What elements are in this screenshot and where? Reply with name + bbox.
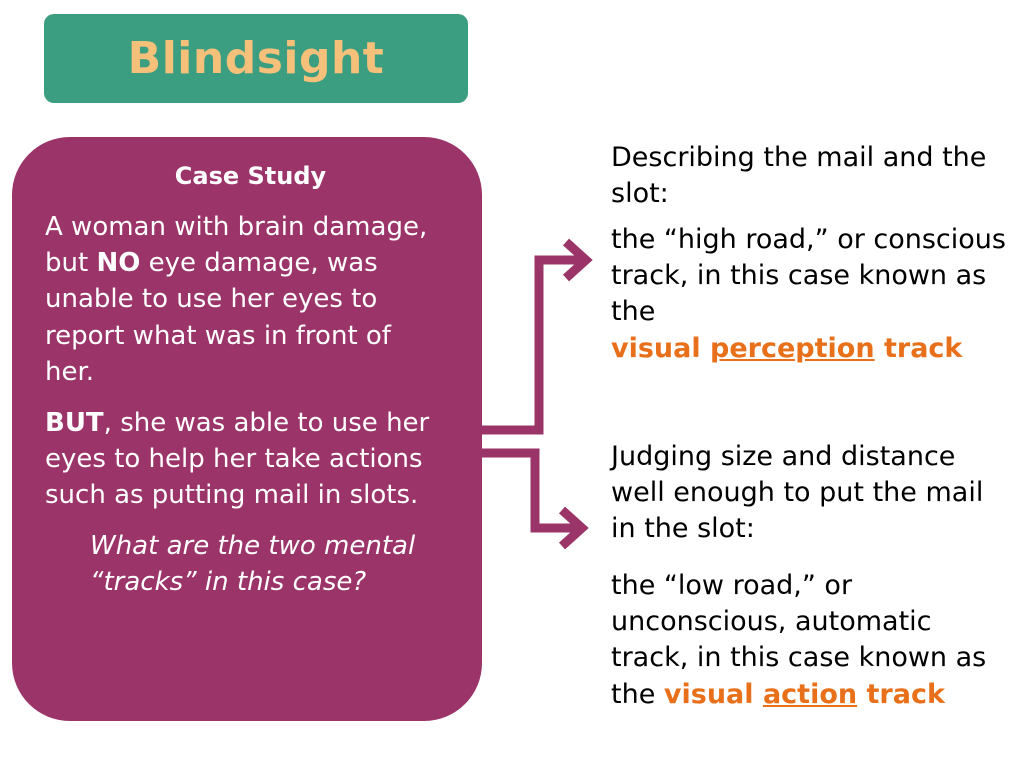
low-road-term-word3: track <box>866 678 945 710</box>
arrow-to-low-road <box>482 448 580 533</box>
low-road-desc-text: the “low road,” or unconscious, automati… <box>611 570 987 710</box>
high-road-term-word3: track <box>883 332 963 364</box>
high-road-term-word1: visual <box>611 332 701 364</box>
high-road-term: visual perception track <box>611 333 962 364</box>
case-study-question: What are the two mental “tracks” in this… <box>90 530 416 598</box>
low-road-term-word1: visual <box>663 678 754 710</box>
high-road-description: the “high road,” or conscious track, in … <box>611 222 1011 367</box>
para1-text-b: eye damage, was unable to use her eyes t… <box>45 247 391 388</box>
arrow-to-high-road <box>482 255 584 435</box>
low-road-description: the “low road,” or unconscious, automati… <box>611 568 1011 713</box>
high-road-desc-text: the “high road,” or conscious track, in … <box>611 224 1006 328</box>
para1-bold: NO <box>96 247 141 278</box>
title-banner: Blindsight <box>44 14 468 103</box>
para2-text: , she was able to use her eyes to help h… <box>45 407 430 511</box>
high-road-term-word2: perception <box>710 332 875 364</box>
case-study-paragraph-2: BUT, she was able to use her eyes to hel… <box>45 405 448 514</box>
case-study-panel: Case Study A woman with brain damage, bu… <box>12 137 482 721</box>
low-road-term-word2: action <box>762 678 858 710</box>
slide-title: Blindsight <box>127 33 385 84</box>
arrowhead-high-road <box>562 238 593 282</box>
high-road-intro: Describing the mail and the slot: <box>611 142 987 210</box>
low-road-intro: Judging size and distance well enough to… <box>611 441 984 545</box>
case-study-paragraph-1: A woman with brain damage, but NO eye da… <box>45 209 448 391</box>
low-road-term: visual action track <box>664 679 945 710</box>
para1-text-a: A woman with brain damage, but <box>45 211 428 278</box>
para2-bold: BUT <box>45 407 104 438</box>
arrowhead-low-road <box>558 506 589 550</box>
case-study-heading: Case Study <box>174 162 327 190</box>
